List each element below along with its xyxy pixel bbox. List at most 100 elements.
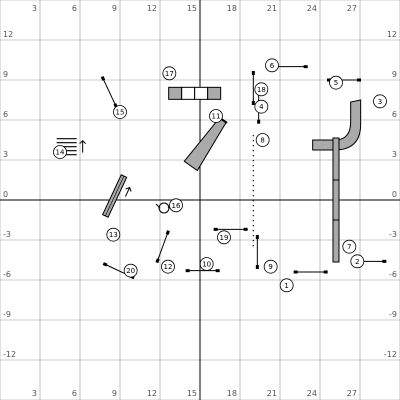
aframe-apex bbox=[105, 175, 125, 217]
y-tick-label: 3 bbox=[3, 150, 8, 159]
y-tick-label: 6 bbox=[3, 110, 8, 119]
obstacle-number-circle bbox=[199, 257, 214, 271]
obstacle-number-circle bbox=[255, 133, 270, 147]
x-tick-label: 21 bbox=[267, 4, 277, 13]
jump-wing bbox=[213, 227, 218, 231]
obstacle-number: 11 bbox=[212, 113, 221, 121]
weave-pole bbox=[252, 195, 254, 197]
y-tick-label: -12 bbox=[384, 350, 397, 359]
obstacle-number: 9 bbox=[268, 263, 272, 271]
weave-pole bbox=[252, 190, 254, 192]
x-tick-label: 9 bbox=[112, 4, 117, 13]
obstacle-number: 20 bbox=[126, 267, 135, 275]
obstacle-number-circle bbox=[329, 75, 343, 90]
y-tick-label: -6 bbox=[3, 270, 11, 279]
x-tick-label: 3 bbox=[32, 389, 37, 398]
obstacle-number-circle bbox=[106, 227, 121, 242]
obstacle-dogwalk-7 bbox=[332, 137, 340, 263]
jump-wing bbox=[303, 65, 308, 69]
obstacle-number-circle bbox=[169, 198, 183, 213]
tire-frame bbox=[155, 203, 161, 209]
obstacle-number-circle bbox=[263, 259, 278, 274]
y-tick-label: -3 bbox=[3, 230, 11, 239]
jump-wing bbox=[185, 269, 190, 273]
direction-arrow bbox=[124, 186, 132, 197]
y-tick-label: -9 bbox=[389, 310, 397, 319]
obstacle-number: 3 bbox=[378, 98, 382, 106]
weave-pole bbox=[252, 225, 254, 227]
jump-wing bbox=[251, 101, 255, 106]
x-tick-label: 12 bbox=[147, 389, 157, 398]
obstacle-number: 13 bbox=[109, 231, 118, 239]
obstacle-jump-9 bbox=[255, 234, 259, 269]
obstacle-tunnel-11 bbox=[183, 116, 228, 172]
obstacle-jump-15 bbox=[100, 75, 118, 109]
obstacle-number: 18 bbox=[257, 86, 266, 94]
x-tick-label: 21 bbox=[267, 389, 277, 398]
weave-pole bbox=[252, 170, 254, 172]
obstacle-number: 6 bbox=[270, 62, 275, 70]
weave-pole bbox=[252, 175, 254, 177]
x-tick-label: 6 bbox=[72, 389, 77, 398]
obstacle-number: 1 bbox=[284, 282, 288, 290]
weave-pole bbox=[252, 215, 254, 217]
y-tick-label: 9 bbox=[3, 70, 8, 79]
obstacle-number: 15 bbox=[116, 109, 125, 117]
obstacle-number-circle bbox=[162, 66, 177, 81]
obstacle-number: 14 bbox=[56, 149, 65, 157]
weave-pole bbox=[252, 165, 254, 167]
obstacle-number: 19 bbox=[220, 234, 229, 242]
y-tick-label: -9 bbox=[3, 310, 11, 319]
weave-pole bbox=[252, 185, 254, 187]
obstacle-number-circle bbox=[254, 82, 269, 97]
y-tick-label: 9 bbox=[392, 70, 397, 79]
x-tick-label: 24 bbox=[307, 4, 317, 13]
y-tick-label: 0 bbox=[392, 190, 397, 199]
obstacle-number: 4 bbox=[259, 103, 264, 111]
weave-pole bbox=[252, 220, 254, 222]
y-tick-label: -12 bbox=[3, 350, 16, 359]
weave-pole bbox=[252, 205, 254, 207]
y-tick-label: 12 bbox=[387, 30, 397, 39]
weave-pole bbox=[252, 150, 254, 152]
tunnel-body bbox=[183, 117, 227, 172]
obstacle-number-circle bbox=[209, 109, 223, 123]
jump-wing bbox=[102, 262, 108, 267]
weave-pole bbox=[252, 240, 254, 242]
jump-wing bbox=[255, 234, 259, 239]
x-tick-label: 6 bbox=[72, 4, 77, 13]
weave-pole bbox=[252, 135, 254, 137]
x-tick-label: 18 bbox=[227, 4, 237, 13]
chute-segment bbox=[181, 86, 196, 100]
weave-pole bbox=[252, 140, 254, 142]
direction-arrow bbox=[79, 139, 87, 153]
chute-segment bbox=[168, 86, 183, 100]
obstacle-number-circle bbox=[265, 58, 279, 73]
weave-pole bbox=[252, 155, 254, 157]
obstacle-jump-1 bbox=[293, 270, 328, 274]
x-tick-label: 18 bbox=[227, 389, 237, 398]
x-tick-label: 9 bbox=[112, 389, 117, 398]
jump-wing bbox=[293, 270, 298, 274]
weave-pole bbox=[252, 160, 254, 162]
tunnel-body bbox=[312, 99, 362, 151]
obstacle-weave-8 bbox=[252, 135, 254, 247]
obstacle-number-circle bbox=[113, 105, 127, 119]
y-tick-label: 0 bbox=[3, 190, 8, 199]
obstacle-number-circle bbox=[123, 263, 138, 278]
obstacle-number-circle bbox=[342, 239, 357, 254]
weave-pole bbox=[252, 180, 254, 182]
obstacle-jump-10 bbox=[185, 269, 220, 273]
obstacle-number-circle bbox=[350, 254, 365, 269]
obstacle-number: 12 bbox=[164, 263, 173, 271]
obstacle-number-circle bbox=[217, 230, 231, 245]
obstacle-chute-17 bbox=[168, 86, 222, 100]
x-tick-label: 15 bbox=[187, 389, 197, 398]
obstacle-number-circle bbox=[161, 259, 175, 274]
jump-wing bbox=[255, 264, 259, 269]
jump-wing bbox=[257, 119, 261, 124]
obstacle-number-circle bbox=[254, 99, 269, 114]
obstacle-jump-18 bbox=[251, 71, 255, 106]
jump-wing bbox=[323, 270, 328, 274]
